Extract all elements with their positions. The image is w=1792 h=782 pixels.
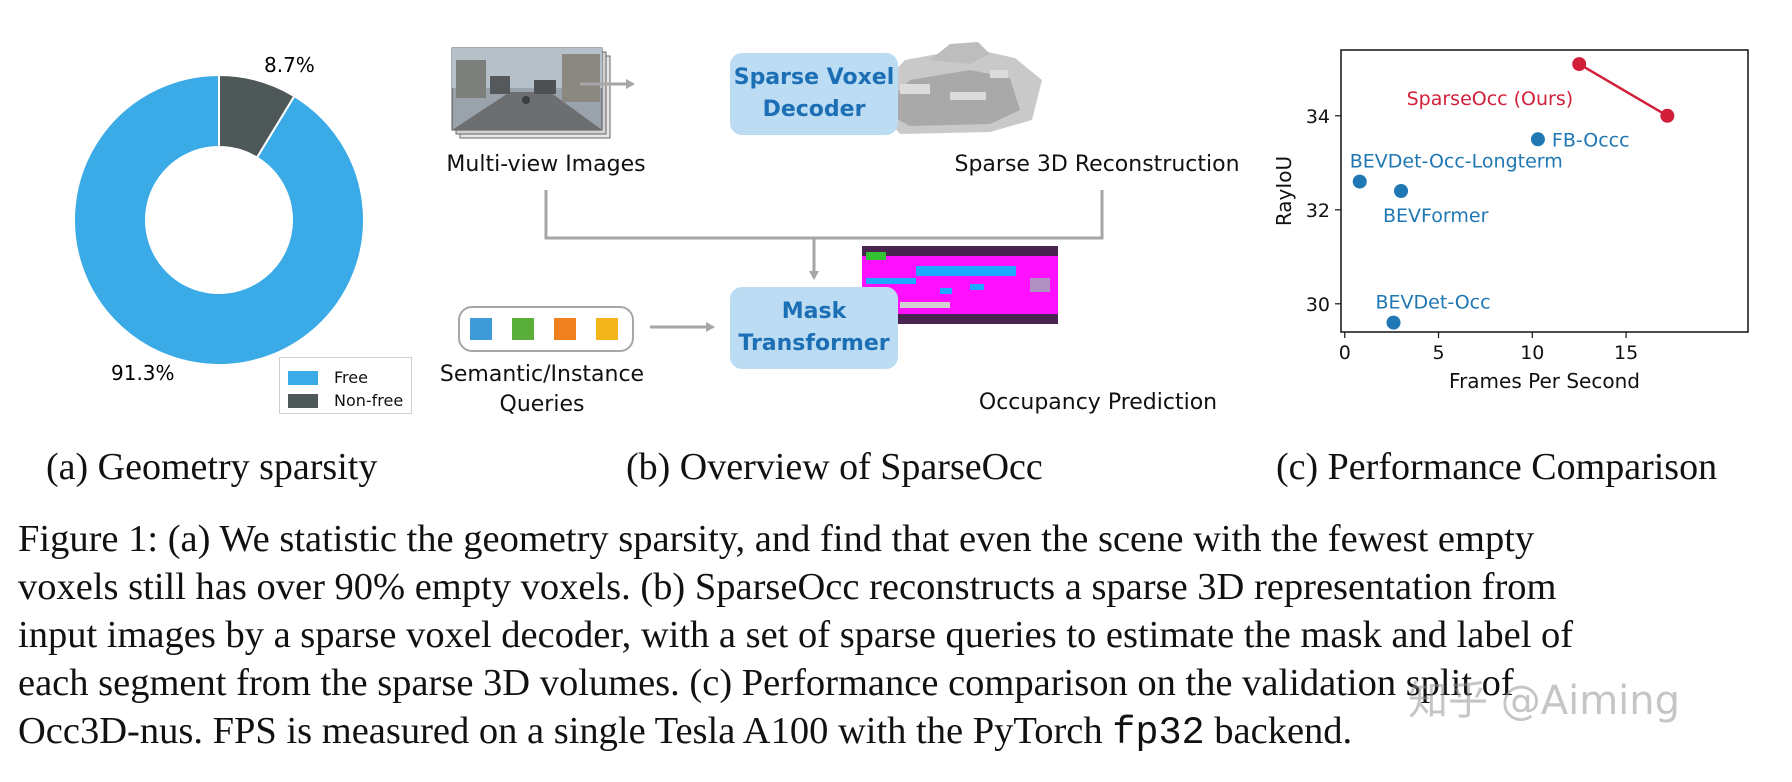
queries-label-line1: Semantic/Instance — [439, 362, 645, 387]
caption-line-3: input images by a sparse voxel decoder, … — [18, 614, 1574, 656]
caption-line-5-end: backend. — [1204, 710, 1353, 752]
x-tick-label: 0 — [1339, 342, 1351, 364]
legend-swatch-nonfree — [288, 393, 318, 408]
legend-item-free: Free — [288, 368, 368, 387]
subcaption-a: (a) Geometry sparsity — [46, 446, 378, 488]
caption-line-4: each segment from the sparse 3D volumes.… — [18, 662, 1514, 704]
y-tick-label: 30 — [1306, 294, 1330, 316]
mask-label-line1: Mask — [781, 299, 847, 324]
free-pct-label: 91.3% — [111, 361, 175, 385]
data-point-bevformer — [1394, 184, 1409, 198]
queries-label: Semantic/Instance Queries — [430, 360, 654, 420]
series-label-fb-occc: FB-Occc — [1552, 129, 1630, 151]
caption-code-fp32: fp32 — [1112, 711, 1205, 755]
x-tick-label: 10 — [1520, 342, 1544, 364]
caption-line-2: voxels still has over 90% empty voxels. … — [18, 566, 1557, 608]
multi-view-images-thumbnail — [451, 47, 611, 139]
caption-line-1: Figure 1: (a) We statistic the geometry … — [18, 518, 1535, 560]
subcaption-c: (c) Performance Comparison — [1276, 446, 1718, 488]
sparse-reconstruction-label: Sparse 3D Reconstruction — [954, 152, 1240, 177]
query-token-green — [512, 318, 534, 340]
query-token-blue — [470, 318, 492, 340]
donut-chart: 8.7% 91.3% — [73, 53, 365, 385]
sparse-reconstruction-render — [870, 42, 1042, 134]
series-label-sparseocc-ours: SparseOcc (Ours) — [1407, 88, 1574, 110]
y-tick-label: 32 — [1306, 200, 1330, 222]
data-point-bevdet-occ-longterm — [1352, 174, 1367, 189]
data-point-bevdet-occ — [1386, 315, 1401, 330]
multi-view-images-label: Multi-view Images — [446, 152, 646, 177]
series-label-bevdet-occ: BEVDet-Occ — [1376, 292, 1491, 314]
legend-swatch-free — [288, 370, 318, 385]
mask-label-line2: Transformer — [738, 331, 890, 356]
legend-label-free: Free — [334, 368, 368, 387]
mask-transformer-box: Mask Transformer — [730, 287, 898, 369]
legend-item-nonfree: Non-free — [288, 391, 403, 410]
query-token-orange — [554, 318, 576, 340]
sparse-voxel-decoder-box: Sparse Voxel Decoder — [730, 53, 898, 135]
caption-line-5: Occ3D-nus. FPS is measured on a single T… — [18, 707, 1774, 757]
data-point-sparseocc-ours — [1660, 108, 1675, 123]
plot-frame — [1340, 49, 1749, 333]
watermark: 知乎 @Aiming — [1408, 678, 1681, 724]
decoder-label-line2: Decoder — [762, 97, 866, 122]
series-label-bevdet-occ-longterm: BEVDet-Occ-Longterm — [1350, 151, 1563, 173]
series-label-bevformer: BEVFormer — [1383, 205, 1489, 227]
query-token-yellow — [596, 318, 618, 340]
subcaption-b: (b) Overview of SparseOcc — [626, 446, 1043, 488]
nonfree-pct-label: 8.7% — [264, 53, 315, 77]
pipeline-diagram — [451, 42, 1104, 332]
figure-caption: Figure 1: (a) We statistic the geometry … — [18, 515, 1774, 757]
queries-container — [458, 306, 634, 352]
data-point-fb-occc — [1530, 132, 1545, 147]
x-tick-label: 15 — [1614, 342, 1638, 364]
y-axis-label: RayIoU — [1272, 156, 1296, 226]
legend-label-nonfree: Non-free — [334, 391, 404, 410]
data-point-sparseocc-ours — [1572, 57, 1587, 72]
series-line-sparseocc-ours — [1578, 63, 1668, 117]
chart-legend: Free Non-free — [279, 357, 412, 414]
decoder-label-line1: Sparse Voxel — [733, 65, 895, 90]
occupancy-prediction-label: Occupancy Prediction — [978, 390, 1218, 415]
queries-label-line2: Queries — [499, 392, 585, 417]
donut-slice-free — [73, 73, 365, 366]
x-tick-label: 5 — [1432, 342, 1444, 364]
y-tick-label: 34 — [1306, 106, 1330, 128]
caption-line-5-text: Occ3D-nus. FPS is measured on a single T… — [18, 710, 1113, 752]
x-axis-label: Frames Per Second — [1449, 369, 1640, 393]
